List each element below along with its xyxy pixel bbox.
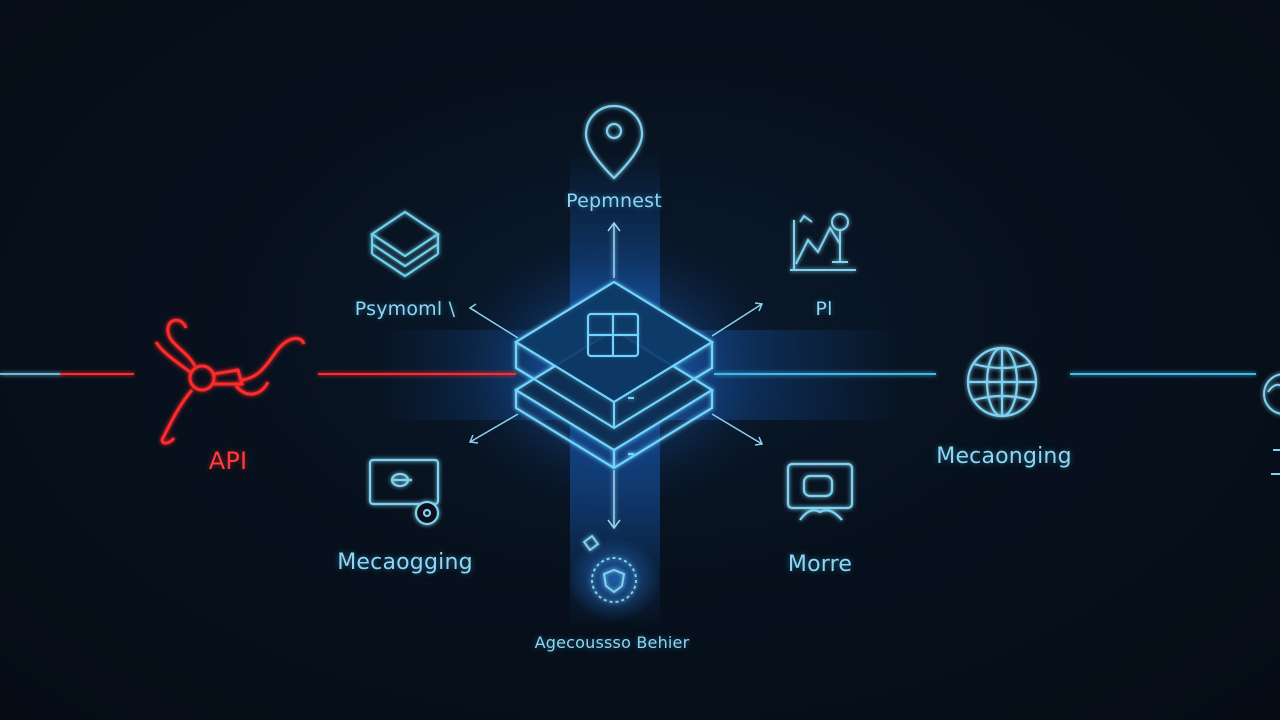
node-label-bottom-left: Mecaogging — [337, 550, 473, 575]
partial-icon-right-edge — [1263, 373, 1280, 415]
shield-glow — [568, 538, 660, 622]
api-hook-icon[interactable] — [154, 318, 306, 445]
node-label-right: Mecaonging — [936, 444, 1072, 469]
message-screen-icon[interactable] — [368, 458, 440, 526]
node-label-top: Pepmnest — [566, 190, 662, 212]
layers-icon[interactable] — [370, 210, 440, 278]
analytics-chart-icon[interactable] — [790, 213, 856, 271]
arrowheads — [607, 221, 621, 530]
node-label-bottom-right: Morre — [787, 552, 853, 577]
chat-bubble-icon[interactable] — [786, 462, 854, 521]
globe-icon[interactable] — [966, 346, 1038, 418]
connector-lines — [0, 224, 1256, 528]
node-label-left: API — [208, 447, 248, 475]
node-label-bottom: Agecoussso Behier — [534, 633, 690, 652]
node-label-top-right: Pl — [815, 298, 833, 320]
diagonal-arrows — [468, 302, 764, 446]
server-stack-icon[interactable] — [513, 280, 715, 470]
shield-badge-icon[interactable] — [582, 534, 637, 603]
partial-label-right-edge — [1271, 449, 1280, 475]
node-label-top-left: Psymoml \ — [354, 298, 456, 320]
location-pin-icon[interactable] — [584, 104, 644, 180]
